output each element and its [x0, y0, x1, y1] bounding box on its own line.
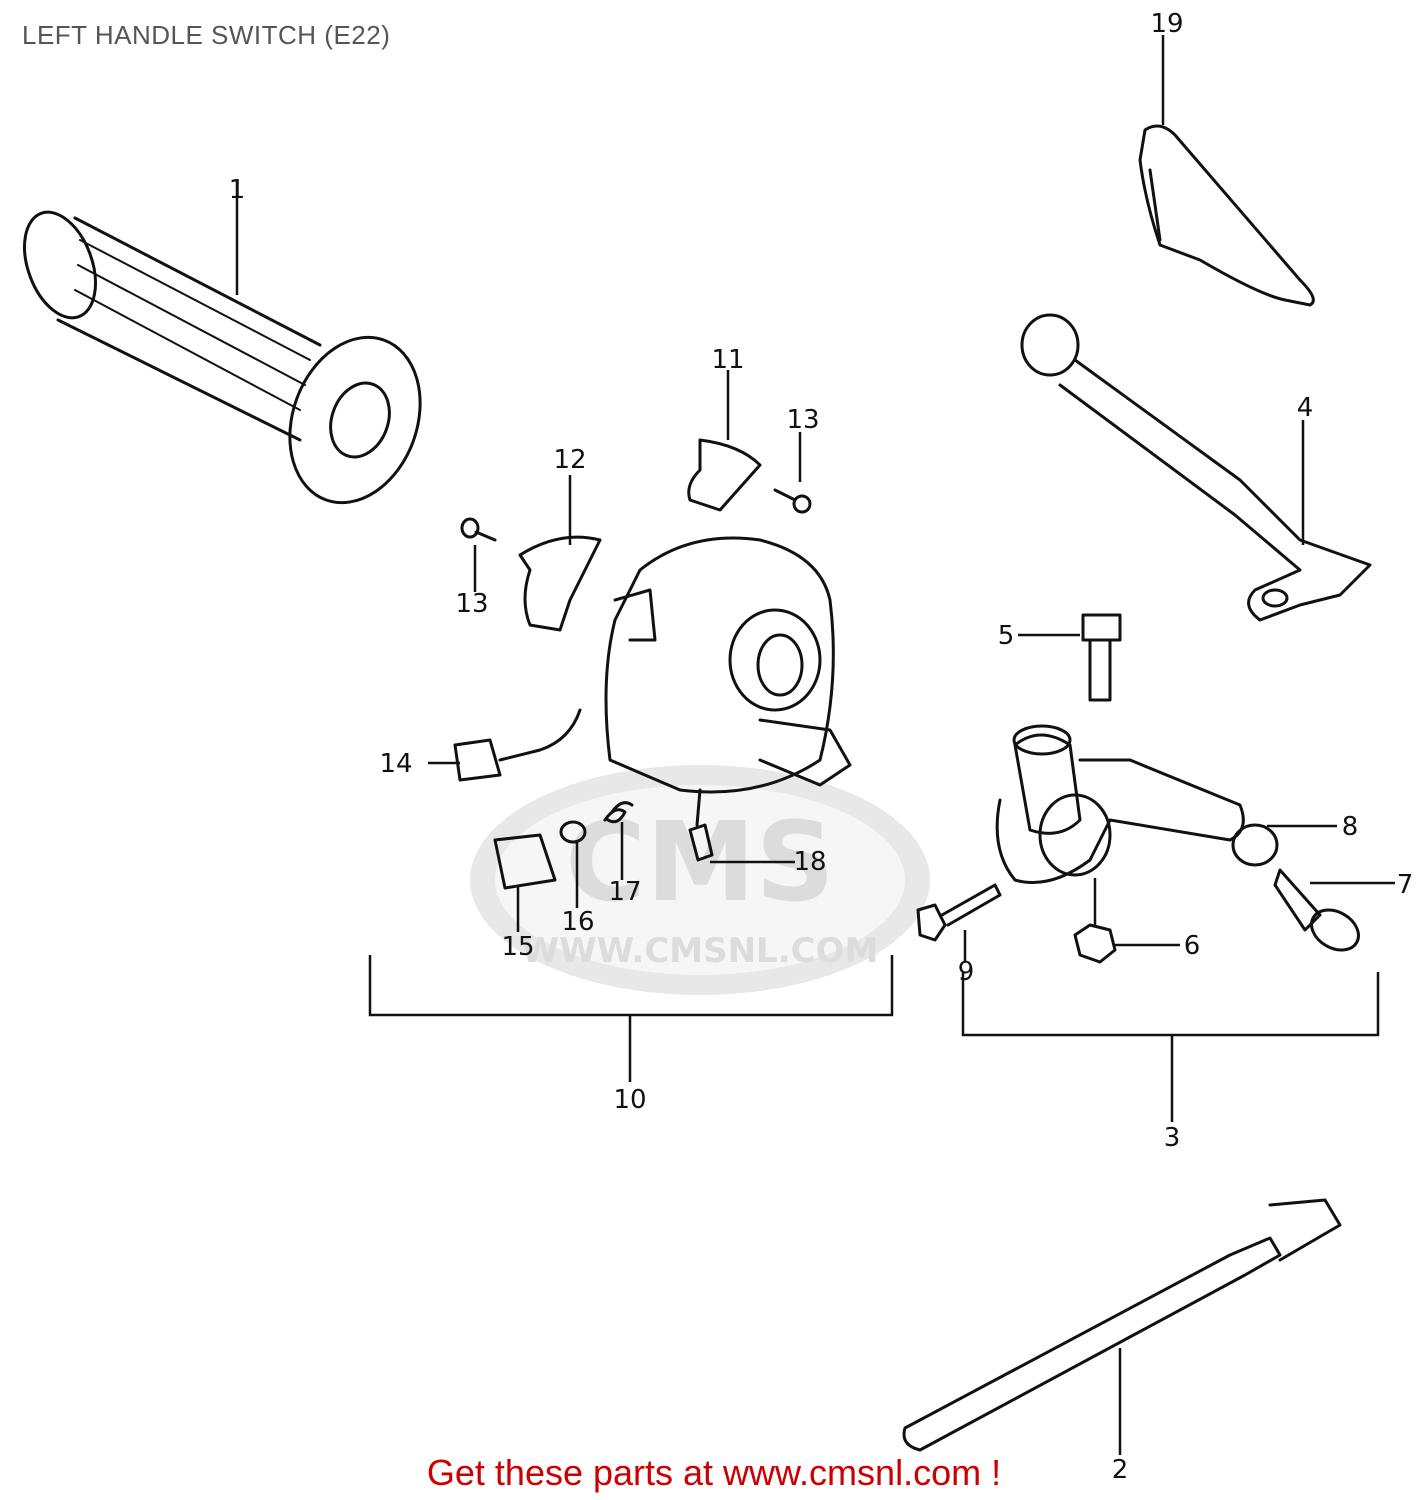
callout-19: 19 — [1150, 9, 1183, 39]
callout-5: 5 — [998, 621, 1015, 651]
part-15-button[interactable] — [493, 833, 557, 890]
callouts: 1 19 4 11 13 12 13 5 14 8 18 7 17 16 15 … — [229, 9, 1414, 1485]
callout-10: 10 — [613, 1085, 646, 1115]
callout-15: 15 — [501, 932, 534, 962]
part-7-adjuster[interactable] — [1273, 868, 1366, 958]
page-title: LEFT HANDLE SWITCH (E22) — [22, 20, 391, 50]
watermark-logo: CMS WWW.CMSNL.COM — [470, 765, 930, 995]
part-13-screw-b[interactable] — [773, 488, 812, 514]
part-18-screw[interactable] — [688, 788, 714, 862]
part-8-lock-nut[interactable] — [1231, 823, 1279, 867]
callout-16: 16 — [561, 907, 594, 937]
callout-2: 2 — [1112, 1455, 1129, 1485]
part-13-screw-a[interactable] — [460, 517, 497, 542]
leader-lines — [235, 35, 1395, 1455]
footer-link-text[interactable]: Get these parts at www.cmsnl.com ! — [426, 1452, 1002, 1493]
callout-6: 6 — [1184, 931, 1201, 961]
callout-17: 17 — [608, 877, 641, 907]
callout-4: 4 — [1297, 393, 1314, 423]
part-2-cable-tie[interactable] — [902, 1198, 1342, 1452]
part-1-grip[interactable] — [11, 202, 442, 521]
part-3-lever-holder[interactable] — [995, 724, 1245, 884]
part-11-dimmer-knob[interactable] — [687, 438, 762, 512]
part-9-bolt[interactable] — [916, 883, 1002, 942]
callout-13-a: 13 — [455, 589, 488, 619]
callout-13-b: 13 — [786, 405, 819, 435]
part-17-spring[interactable] — [603, 801, 634, 824]
part-19-lever-cover[interactable] — [1138, 124, 1315, 307]
part-4-clutch-lever[interactable] — [1020, 313, 1372, 622]
part-12-turn-signal-knob[interactable] — [518, 535, 602, 632]
callout-3: 3 — [1164, 1123, 1181, 1153]
part-10-switch-housing[interactable] — [604, 536, 852, 794]
part-5-bolt[interactable] — [1081, 613, 1122, 702]
watermark-url: WWW.CMSNL.COM — [522, 931, 879, 971]
callout-14: 14 — [379, 749, 412, 779]
callout-8: 8 — [1342, 812, 1359, 842]
callout-7: 7 — [1397, 870, 1414, 900]
callout-18: 18 — [793, 847, 826, 877]
callout-1: 1 — [229, 175, 246, 205]
part-6-nut[interactable] — [1073, 923, 1117, 964]
callout-12: 12 — [553, 445, 586, 475]
callout-9: 9 — [958, 957, 975, 987]
part-16-cap[interactable] — [559, 820, 587, 844]
callout-11: 11 — [711, 345, 744, 375]
part-14-horn-button[interactable] — [453, 708, 582, 782]
